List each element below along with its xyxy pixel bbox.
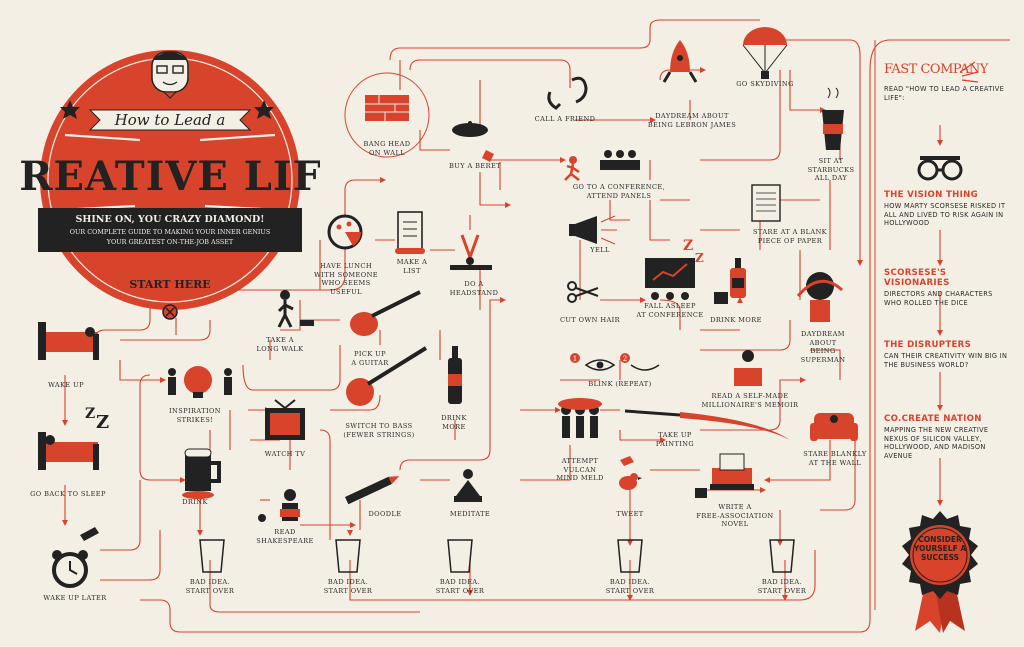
node-tweet: Tweet: [616, 510, 644, 518]
node-drink-more: Drink More: [441, 414, 467, 431]
section-heading: The Vision Thing: [884, 190, 978, 200]
banner-subtitle-1: OUR COMPLETE GUIDE TO MAKING YOUR INNER …: [70, 228, 270, 236]
section-text: Can Their Creativity Win Big in the Busi…: [884, 352, 1008, 369]
bad-idea-4: Bad Idea. Start Over: [605, 578, 655, 595]
node-daydream-superman: Daydream About Being Superman: [800, 330, 846, 364]
node-inspiration-strikes: Inspiration Strikes!: [169, 407, 221, 424]
section-heading: The Disrupters: [884, 340, 972, 350]
node-read-shakespeare: Read Shakespeare: [256, 528, 314, 545]
title-emblem: How to Lead a CREATIVE LIFE SHINE ON, YO…: [20, 50, 320, 320]
node-watch-tv: Watch TV: [264, 450, 306, 458]
node-starbucks: Sit at Starbucks All Day: [807, 157, 855, 182]
section-text: Directors and Characters Who Rolled the …: [884, 290, 993, 307]
node-drink: Drink: [182, 498, 208, 506]
node-switch-bass: Switch to Bass (Fewer Strings): [343, 422, 415, 439]
node-wake-up: Wake Up: [48, 381, 84, 389]
node-conference: Go to a Conference, Attend Panels: [572, 183, 666, 200]
node-stare-wall: Stare Blankly at the Wall: [803, 450, 867, 467]
node-headstand: Do a Headstand: [449, 280, 499, 297]
sidebar-section-1: The Vision Thing How Marty Scorsese Risk…: [884, 190, 1008, 228]
node-daydream-lebron: Daydream About Being LeBron James: [647, 112, 737, 129]
node-memoir: Read A Self-Made Millionaire's Memoir: [701, 392, 799, 409]
main-title: CREATIVE LIFE: [20, 153, 320, 200]
how-to-text: How to Lead a: [114, 111, 226, 129]
success-badge: Consider Yourself a Success: [902, 511, 978, 633]
node-go-back-to-sleep: Go Back to Sleep: [30, 490, 106, 498]
start-here-label: START HERE: [129, 278, 210, 291]
bad-idea-5: Bad Idea. Start Over: [757, 578, 807, 595]
sidebar-section-2: Scorsese's Visionaries Directors and Cha…: [884, 268, 1008, 307]
sidebar-section-3: The Disrupters Can Their Creativity Win …: [884, 340, 1008, 369]
node-pick-guitar: Pick up a Guitar: [351, 350, 389, 367]
section-heading: Scorsese's Visionaries: [884, 268, 950, 288]
bad-idea-1: Bad Idea. Start Over: [185, 578, 235, 595]
node-drink-more-2: Drink More: [710, 316, 762, 324]
node-write-novel: Write a Free-Association Novel: [696, 503, 774, 528]
node-yell: Yell: [590, 246, 610, 254]
banner-title: SHINE ON, YOU CRAZY DIAMOND!: [76, 214, 265, 225]
node-take-up-painting: Take up Painting: [655, 431, 695, 448]
sidebar-intro: Read "How to Lead a Creative Life":: [884, 85, 1005, 102]
section-heading: Co.Create Nation: [884, 414, 982, 424]
node-call-friend: Call a Friend: [534, 115, 596, 123]
bad-idea-3: Bad Idea. Start Over: [435, 578, 485, 595]
node-bang-head: Bang Head on Wall: [363, 140, 411, 157]
node-fall-asleep: Fall Asleep at Conference: [636, 302, 704, 319]
node-doodle: Doodle: [368, 510, 402, 518]
fast-company-logo: FAST COMPANY: [884, 62, 988, 77]
node-have-lunch: Have Lunch With Someone Who Seems Useful: [314, 262, 378, 296]
node-go-skydiving: Go Skydiving: [736, 80, 794, 88]
node-wake-up-later: Wake Up Later: [43, 594, 107, 602]
node-cut-hair: Cut Own Hair: [559, 316, 621, 324]
node-take-long-walk: Take a Long Walk: [256, 336, 304, 353]
node-vulcan: Attempt Vulcan Mind Meld: [556, 457, 604, 482]
success-badge-text: Consider Yourself a Success: [913, 535, 967, 562]
section-text: Mapping the New Creative Nexus of Silico…: [884, 426, 989, 460]
node-stare-paper: Stare at a Blank Piece of Paper: [752, 228, 828, 245]
node-blink: Blink (Repeat): [588, 380, 652, 388]
sidebar: FAST COMPANY Read "How to Lead a Creativ…: [884, 62, 1008, 102]
section-text: How Marty Scorsese Risked It All and Liv…: [884, 202, 1006, 227]
node-buy-beret: Buy a Beret: [449, 162, 501, 170]
node-make-list: Make a List: [396, 258, 428, 275]
node-meditate: Meditate: [449, 510, 491, 518]
bad-idea-2: Bad Idea. Start Over: [323, 578, 373, 595]
banner-subtitle-2: YOUR GREATEST ON-THE-JOB ASSET: [106, 238, 234, 246]
sidebar-section-4: Co.Create Nation Mapping the New Creativ…: [884, 414, 1008, 460]
